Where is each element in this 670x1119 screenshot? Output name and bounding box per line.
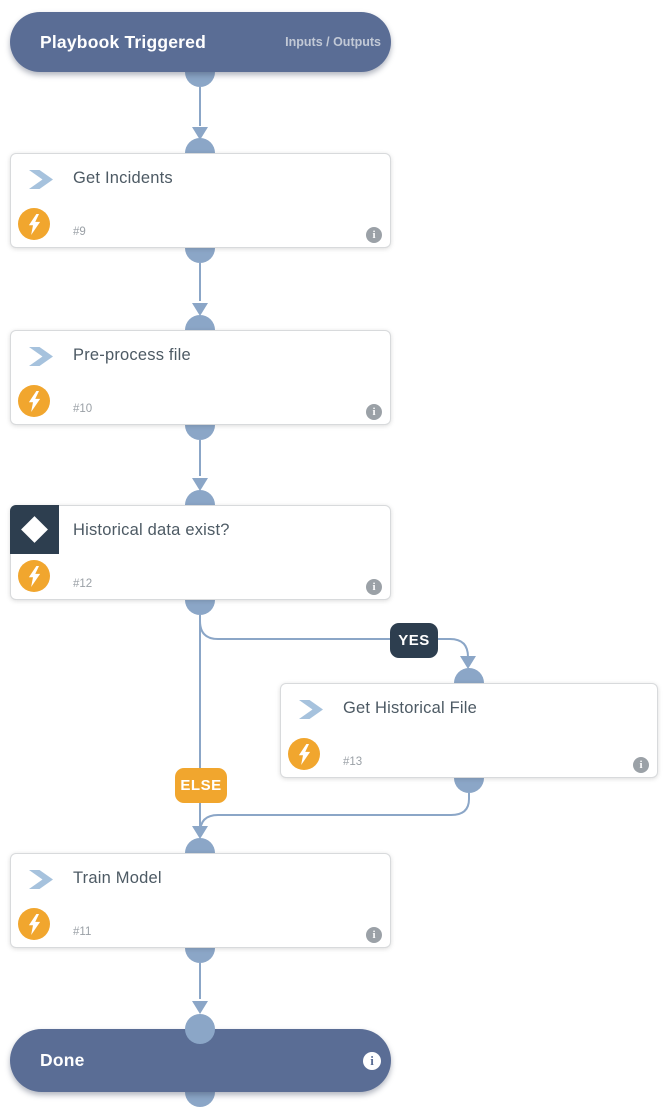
task-id: #12 xyxy=(73,578,93,590)
task-id: #10 xyxy=(73,403,93,415)
done-title: Done xyxy=(40,1050,85,1070)
edge-label-else: ELSE xyxy=(175,768,227,803)
trigger-title: Playbook Triggered xyxy=(40,31,207,52)
task-id: #11 xyxy=(73,926,92,938)
arrowheads xyxy=(192,127,476,1014)
info-circle-icon[interactable] xyxy=(633,757,649,773)
task-node-get-historical-file[interactable]: Get Historical File #13 xyxy=(280,683,658,778)
lightning-bolt-icon xyxy=(18,208,50,240)
connector-edges xyxy=(199,87,470,999)
chevron-right-icon xyxy=(299,700,323,724)
chevron-right-icon xyxy=(29,170,53,194)
inputs-outputs-link[interactable]: Inputs / Outputs xyxy=(285,35,381,49)
edge-label-yes: YES xyxy=(390,623,438,658)
info-circle-icon[interactable] xyxy=(363,1051,381,1070)
chevron-right-icon xyxy=(29,347,53,371)
connector-port xyxy=(185,1014,215,1044)
task-node-pre-process-file[interactable]: Pre-process file #10 xyxy=(10,330,391,425)
info-circle-icon[interactable] xyxy=(366,579,382,595)
task-id: #13 xyxy=(343,756,363,768)
info-circle-icon[interactable] xyxy=(366,927,382,943)
chevron-right-icon xyxy=(29,870,53,894)
task-id: #9 xyxy=(73,226,86,238)
info-circle-icon[interactable] xyxy=(366,404,382,420)
task-node-get-incidents[interactable]: Get Incidents #9 xyxy=(10,153,391,248)
condition-node-historical-data-exist[interactable]: Historical data exist? #12 xyxy=(10,505,391,600)
lightning-bolt-icon xyxy=(18,908,50,940)
info-circle-icon[interactable] xyxy=(366,227,382,243)
edge-historical-merge xyxy=(199,793,470,834)
lightning-bolt-icon xyxy=(18,560,50,592)
diamond-shape xyxy=(21,516,48,543)
task-node-train-model[interactable]: Train Model #11 xyxy=(10,853,391,948)
condition-diamond-icon xyxy=(10,505,59,554)
playbook-trigger-node[interactable]: Playbook Triggered Inputs / Outputs xyxy=(10,12,391,72)
edge-yes-branch xyxy=(199,617,469,658)
task-title: Get Incidents xyxy=(73,169,173,187)
done-node[interactable]: Done xyxy=(10,1029,391,1092)
task-title: Historical data exist? xyxy=(73,521,230,539)
lightning-bolt-icon xyxy=(18,385,50,417)
lightning-bolt-icon xyxy=(288,738,320,770)
task-title: Train Model xyxy=(73,869,162,887)
task-title: Pre-process file xyxy=(73,346,191,364)
task-title: Get Historical File xyxy=(343,699,477,717)
